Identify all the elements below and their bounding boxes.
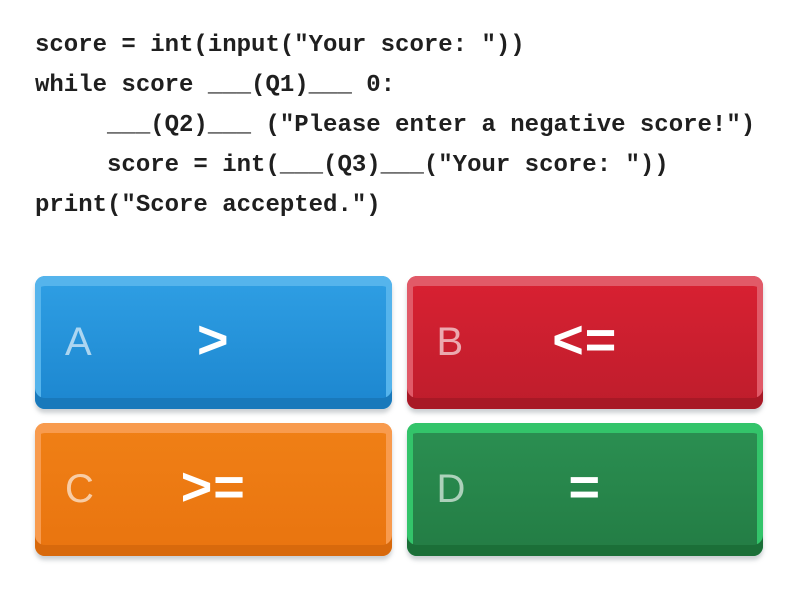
answer-letter-b: B	[436, 319, 464, 364]
answer-button-c[interactable]: C >=	[35, 423, 392, 556]
answer-letter-d: D	[436, 466, 466, 511]
code-line-5: print("Score accepted.")	[35, 192, 381, 219]
code-line-1: score = int(input("Your score: "))	[35, 32, 525, 59]
answer-grid: A > B <= C >= D =	[35, 276, 763, 556]
answer-letter-a: A	[65, 319, 92, 364]
answer-button-b[interactable]: B <=	[406, 276, 763, 409]
answer-text-b: <=	[552, 309, 618, 370]
answer-button-a[interactable]: A >	[35, 276, 392, 409]
code-line-4: score = int(___(Q3)___("Your score: "))	[35, 152, 669, 179]
answer-text-d: =	[568, 456, 602, 517]
answer-text-a: >	[196, 309, 230, 370]
answer-letter-c: C	[65, 466, 94, 511]
quiz-page: { "code": { "lines": [ "score = int(inpu…	[0, 26, 800, 600]
answer-text-c: >=	[180, 456, 246, 517]
answer-button-d[interactable]: D =	[406, 423, 763, 556]
code-line-2: while score ___(Q1)___ 0:	[35, 72, 396, 99]
code-snippet: score = int(input("Your score: ")) while…	[35, 26, 800, 226]
code-line-3: ___(Q2)___ ("Please enter a negative sco…	[35, 112, 756, 139]
